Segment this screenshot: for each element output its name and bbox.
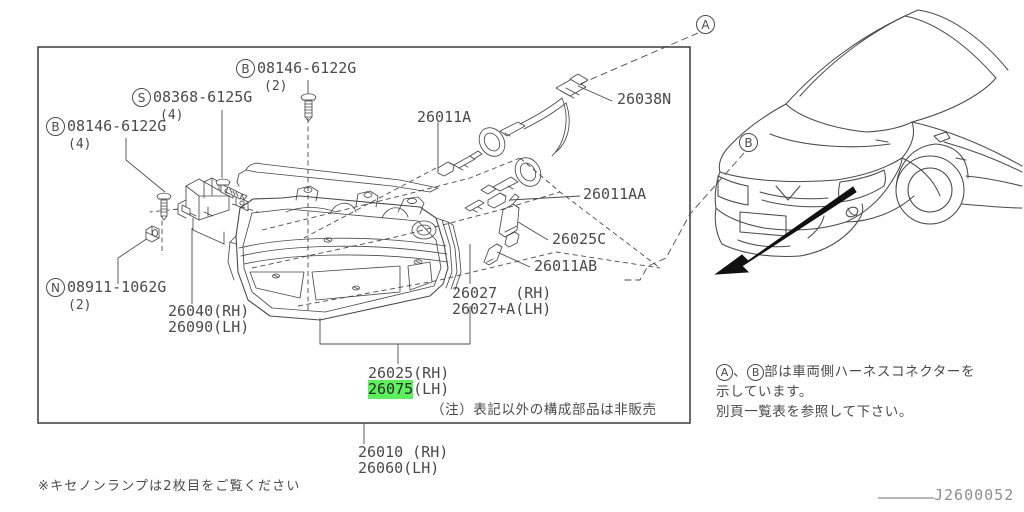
label-bulb-26011ab[interactable]: 26011AB [534,257,598,275]
callout-part-number: 08368-6125G [153,88,253,106]
note-symbol-b-icon: B [747,363,765,381]
note-line-1: 部は車両側ハーネスコネクターを [764,364,976,380]
fastener-screw-b-left [156,192,172,221]
note-line-2: 示しています。 [716,384,813,400]
label-assembly-lh[interactable]: 26060(LH) [358,459,440,477]
label-bulb-26011a[interactable]: 26011A [417,108,472,126]
note-line-3: 別頁一覧表を参照して下さい。 [716,404,913,420]
fastener-nut-n [145,225,160,243]
label-lamp-unit-lh-suffix: (LH) [413,380,450,398]
callout-part-number: 08146-6122G [67,117,167,135]
part-label-leader-lines [191,85,613,444]
label-lens-lh[interactable]: 26027+A(LH) [452,300,552,318]
callout-fastener-left[interactable]: B 08146-6122G (4) [46,117,166,152]
callout-qty: (2) [68,298,92,313]
vehicle-front-illustration [714,9,1023,257]
note-separator: 、 [733,364,748,380]
connector-marker-leaders [579,32,745,281]
bulb-and-harness-parts [437,73,589,266]
fastener-screw-s [215,178,248,201]
headlamp-pointer-arrow [714,186,857,275]
fastener-screw-b-top [300,93,317,122]
callout-symbol-b-icon: B [46,117,65,136]
headlamp-assembly-illustration [227,162,462,321]
label-connector-26038n[interactable]: 26038N [617,90,672,108]
label-lens-rh[interactable]: 26027 (RH) [452,284,552,302]
drawing-number: J2600052 [934,486,1015,504]
callout-fastener-top-right[interactable]: B 08146-6122G (2) [236,59,356,94]
note-symbol-a-icon: A [716,363,733,381]
callout-qty: (2) [264,79,288,94]
marker-a-icon: A [696,15,715,34]
vehicle-marker-b[interactable]: B [739,133,758,152]
explosion-dashed-lines [251,157,661,307]
label-assembly-rh[interactable]: 26010 (RH) [358,443,449,461]
vehicle-marker-a[interactable]: A [696,15,715,34]
callout-fastener-mid[interactable]: S 08368-6125G (4) [132,88,252,123]
label-bulb-26011aa[interactable]: 26011AA [583,185,647,203]
highlighted-part-number: 26075 [368,380,414,399]
label-lamp-unit-rh[interactable]: 26025(RH) [368,364,450,382]
note-non-sale-parts: （注）表記以外の構成部品は非販売 [431,402,657,418]
callout-qty: (4) [160,108,184,123]
callout-symbol-s-icon: S [132,88,151,107]
note-xenon-lamp: ※キセノンランプは2枚目をご覧ください [38,479,301,494]
callout-part-number: 08146-6122G [257,59,357,77]
label-socket-26025c[interactable]: 26025C [552,230,607,248]
callout-fastener-nut[interactable]: N 08911-1062G (2) [46,278,166,313]
callout-symbol-b-icon: B [236,59,255,78]
callout-qty: (4) [68,137,92,152]
label-bracket-rh[interactable]: 26040(RH) [168,302,250,320]
fastener-leader-lines [117,80,309,310]
callout-part-number: 08911-1062G [67,278,167,296]
connector-note-block: A 、 B 部は車両側ハーネスコネクターを 示しています。 別頁一覧表を参照して… [716,362,1016,422]
callout-symbol-n-icon: N [46,278,65,297]
marker-b-icon: B [739,133,758,152]
label-bracket-lh[interactable]: 26090(LH) [168,318,250,336]
label-lamp-unit-lh[interactable]: 26075(LH) [368,380,450,399]
